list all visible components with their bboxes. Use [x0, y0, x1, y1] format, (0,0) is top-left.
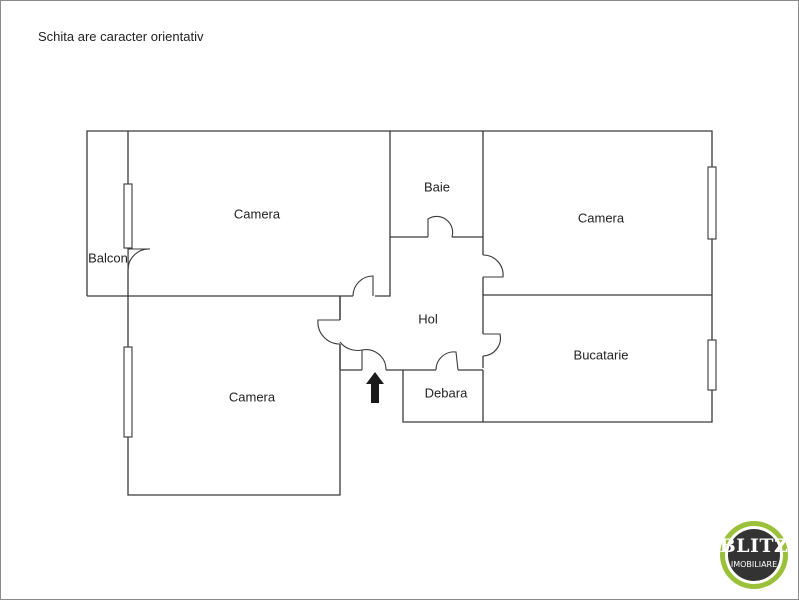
- door-bucatarie: [482, 333, 501, 357]
- door-entrance: [361, 349, 387, 371]
- room-label-debara: Debara: [425, 385, 468, 400]
- door-camera-right: [482, 254, 504, 278]
- room-label-balcon: Balcon: [88, 250, 128, 265]
- door-camera-top: [352, 275, 374, 297]
- blitz-logo: [720, 521, 788, 589]
- window-camera-top: [123, 183, 133, 249]
- arrow-up-icon: [366, 372, 384, 403]
- door-hall-left: [339, 341, 363, 352]
- walls: [86, 130, 713, 496]
- disclaimer-note: Schita are caracter orientativ: [38, 29, 204, 44]
- window-camera-right: [707, 166, 717, 240]
- room-label-baie: Baie: [424, 179, 450, 194]
- room-label-camera-bottom: Camera: [229, 389, 276, 404]
- door-balcon: [127, 248, 151, 271]
- room-label-bucatarie: Bucatarie: [574, 347, 629, 362]
- windows: [123, 166, 717, 438]
- doors: [125, 215, 504, 372]
- window-bucatarie: [707, 339, 717, 391]
- logo-subtitle: IMOBILIARE: [730, 560, 778, 569]
- door-debara: [435, 351, 459, 371]
- bedroom-top-wall: [87, 131, 391, 297]
- room-label-hol: Hol: [418, 311, 438, 326]
- kitchen-wall: [402, 295, 713, 423]
- room-label-camera-right: Camera: [578, 210, 625, 225]
- door-baie: [427, 215, 454, 238]
- room-label-camera-top: Camera: [234, 206, 281, 221]
- logo-word: BLITZ: [719, 535, 789, 557]
- window-camera-bottom: [123, 346, 133, 438]
- door-camera-bottom: [317, 319, 341, 345]
